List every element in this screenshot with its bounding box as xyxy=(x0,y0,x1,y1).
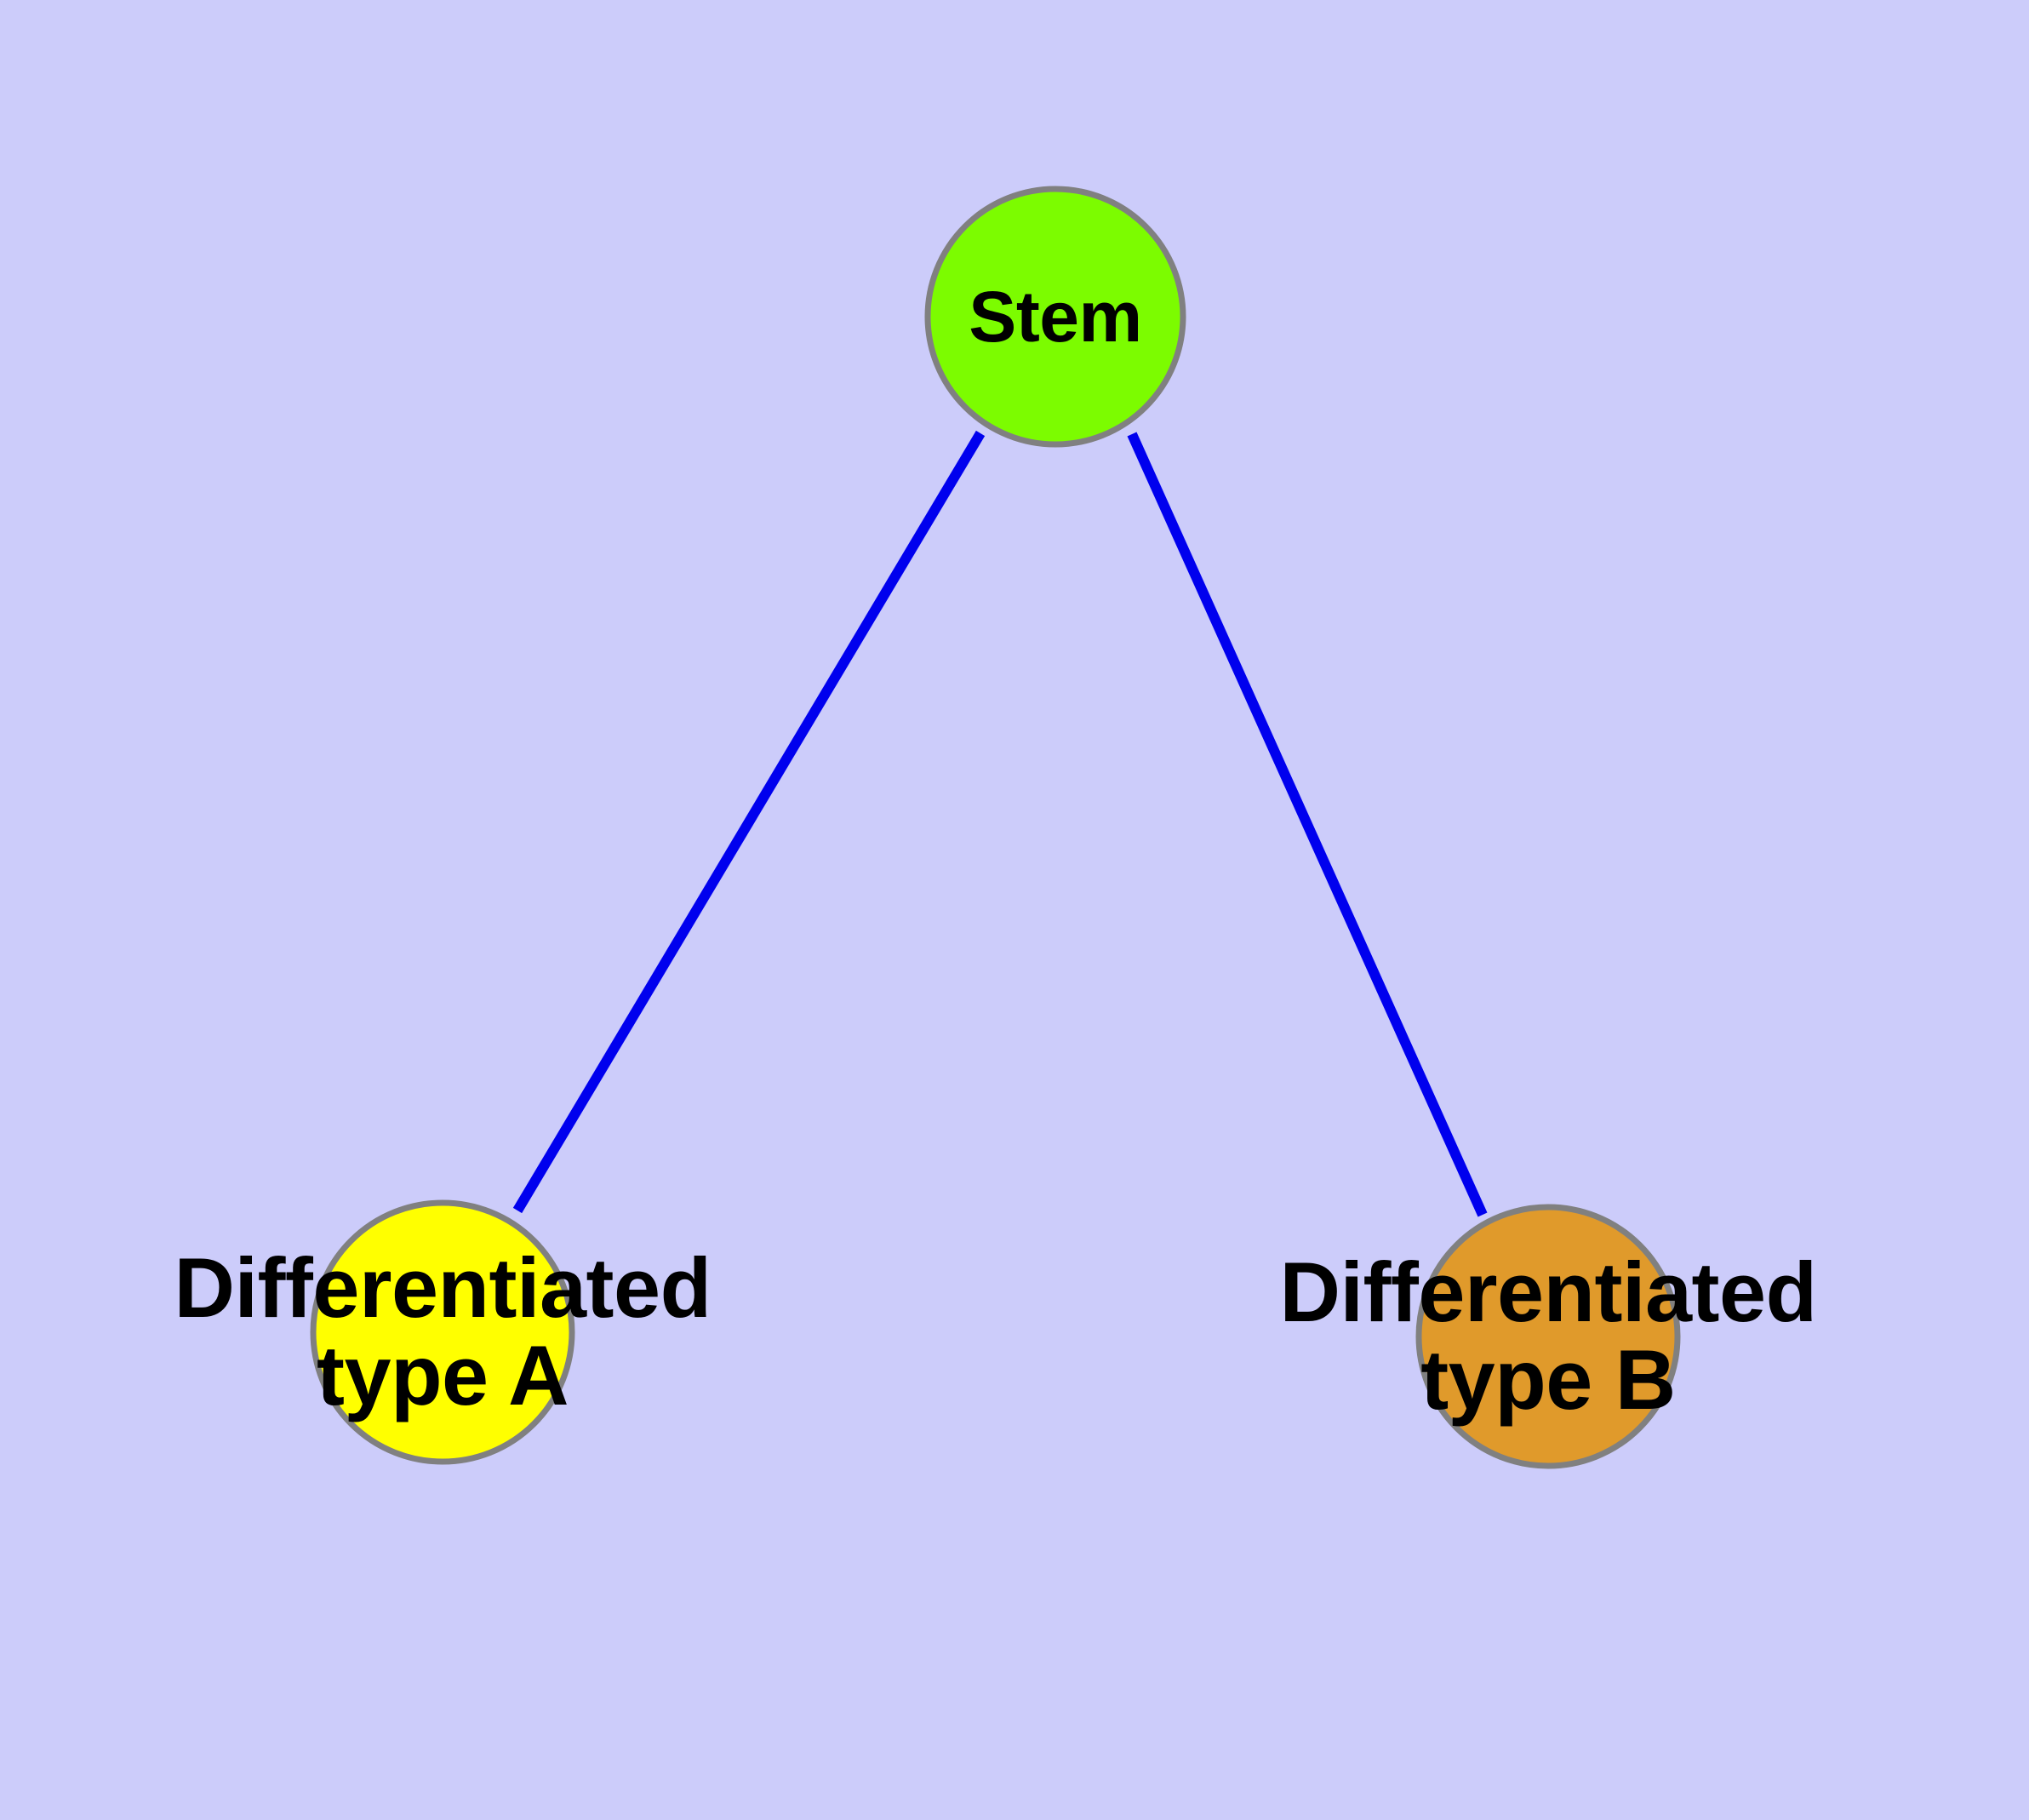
node-circle-stem[interactable] xyxy=(924,186,1186,448)
node-layer xyxy=(310,186,1681,1469)
edge-stem-to-differentiated-type-a[interactable] xyxy=(512,430,986,1214)
edge-stem-to-differentiated-type-b[interactable] xyxy=(1127,432,1488,1217)
edge-layer xyxy=(512,430,1488,1217)
node-circle-differentiated-type-a[interactable] xyxy=(310,1199,575,1465)
node-circle-differentiated-type-b[interactable] xyxy=(1415,1204,1681,1469)
